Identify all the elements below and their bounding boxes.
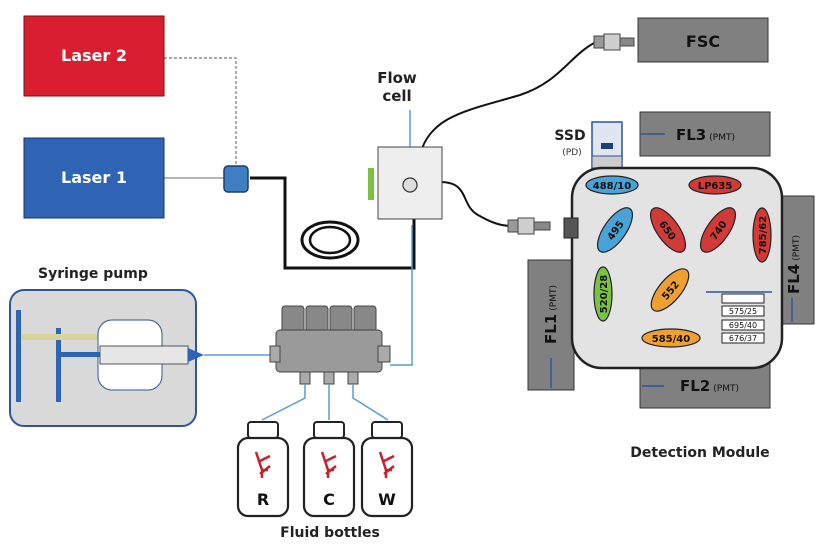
filter-lp635-shape — [688, 175, 742, 195]
fsc-label: FSC — [686, 32, 720, 51]
flow-cell-title-line2: cell — [382, 87, 411, 105]
fl1-label: FL1 (PMT) — [542, 285, 560, 344]
detection-module-title: Detection Module — [630, 445, 769, 461]
fl4-label: FL4 (PMT) — [785, 235, 803, 294]
pump-barrel — [99, 345, 189, 365]
input-port — [563, 217, 579, 239]
bottle-W-label: W — [378, 490, 396, 509]
filter-785-62-shape — [752, 207, 772, 263]
fl4-sub: (PMT) — [792, 235, 802, 261]
filter-stack-item-2 — [721, 319, 765, 331]
pump-rail — [21, 334, 103, 340]
detector-fiber — [439, 181, 513, 227]
laser1-box — [23, 137, 165, 219]
fl3-sub: (PMT) — [709, 133, 735, 143]
filter-552-shape — [650, 268, 690, 312]
filter-488-10-shape — [585, 175, 639, 195]
filter-stack-label-2: 695/40 — [729, 321, 757, 330]
filter-785-62-label: 785/62 — [758, 216, 769, 254]
valve-manifold — [269, 305, 391, 385]
filter-488-10: 488/10 — [585, 175, 639, 195]
filter-stack-label-3: 676/37 — [729, 334, 757, 343]
fl1-name: FL1 — [542, 314, 560, 344]
bottle-R-label: R — [257, 490, 269, 509]
fsc-fiber — [419, 41, 597, 156]
filter-650: 650 — [649, 207, 687, 253]
fiber-coil — [300, 220, 360, 260]
tube-to-W — [352, 384, 389, 421]
fl4-name: FL4 — [785, 264, 803, 294]
filter-520-28-shape — [593, 266, 613, 322]
bottle-C: C — [302, 421, 356, 518]
filter-520-28: 520/28 — [593, 266, 613, 322]
filter-stack-top — [721, 293, 765, 304]
filter-740-shape — [699, 207, 737, 253]
pump-nozzle — [188, 348, 204, 362]
filter-stack: 575/25 695/40 676/37 — [721, 293, 765, 344]
ssd-sublabel: (PD) — [562, 148, 581, 158]
ssd-sensor — [601, 143, 613, 149]
flow-cell-lens — [402, 177, 418, 193]
bottle-R: R — [236, 421, 290, 518]
pump-plunger-bar — [61, 352, 101, 357]
filter-520-28-label: 520/28 — [599, 275, 610, 313]
fl1-sub: (PMT) — [549, 285, 559, 311]
flow-cell-title-line1: Flow — [377, 69, 417, 87]
laser1-label: Laser 1 — [61, 168, 127, 187]
filter-585-40: 585/40 — [641, 328, 701, 348]
laser2-box — [23, 15, 165, 97]
fsc-box — [637, 17, 769, 63]
filter-488-10-label: 488/10 — [593, 181, 631, 192]
syringe-pump-title: Syringe pump — [38, 266, 148, 282]
filter-785-62: 785/62 — [752, 207, 772, 263]
fluid-bottles-title: Fluid bottles — [280, 525, 380, 541]
filter-495: 495 — [596, 207, 634, 253]
filter-552: 552 — [650, 268, 690, 312]
bottle-W: W — [360, 421, 414, 518]
filter-stack-item-3 — [721, 332, 765, 344]
flowcell-to-manifold-line — [390, 225, 413, 366]
ssd-label: SSD — [554, 128, 585, 144]
fsc-connector — [593, 33, 635, 51]
fiber-coil-path — [250, 176, 416, 270]
fl2-label: FL2(PMT) — [680, 377, 739, 395]
pump-rod-right — [56, 328, 61, 402]
flow-cell-green-filter — [368, 168, 374, 200]
filter-650-shape — [649, 207, 687, 253]
filter-lp635-label: LP635 — [698, 181, 733, 192]
fl2-sub: (PMT) — [713, 384, 739, 394]
laser2-beam-path — [164, 57, 237, 170]
filter-stack-item-1 — [721, 305, 765, 317]
filter-stack-label-1: 575/25 — [729, 307, 757, 316]
fl3-name: FL3 — [676, 126, 706, 144]
beam-combiner — [223, 165, 249, 193]
fiber-coil-inner — [308, 225, 352, 255]
pump-rod-left — [16, 310, 21, 402]
filter-585-40-label: 585/40 — [652, 334, 690, 345]
fl2-name: FL2 — [680, 377, 710, 395]
filter-585-40-shape — [641, 328, 701, 348]
filter-740: 740 — [699, 207, 737, 253]
filter-lp635: LP635 — [688, 175, 742, 195]
ssd-base — [591, 155, 623, 169]
detection-connector — [507, 217, 551, 235]
fl3-label: FL3(PMT) — [676, 126, 735, 144]
tube-to-R — [261, 384, 306, 421]
bottle-C-label: C — [323, 490, 335, 509]
laser2-label: Laser 2 — [61, 46, 127, 65]
filter-495-shape — [596, 207, 634, 253]
